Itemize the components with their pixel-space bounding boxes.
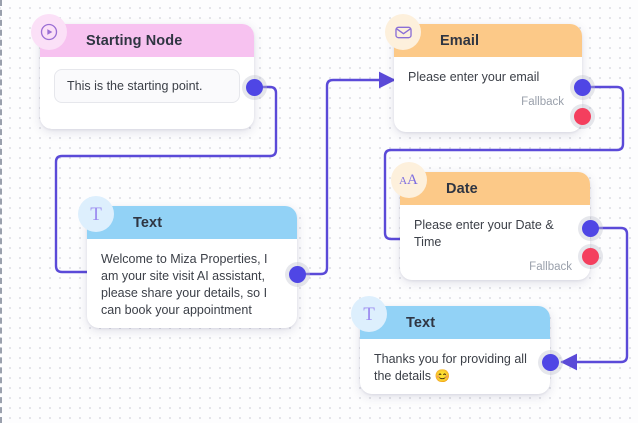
node-title: Text	[406, 314, 436, 331]
node-email[interactable]: Email Please enter your email Fallback	[385, 14, 591, 132]
t-glyph: T	[363, 303, 375, 325]
text-t-icon: T	[78, 196, 114, 232]
fallback-port[interactable]	[582, 248, 599, 265]
node-body: Please enter your Date & Time Fallback	[400, 205, 590, 287]
edge-text1-to-email	[303, 71, 396, 276]
node-text-2[interactable]: T Text Thanks you for providing all the …	[351, 296, 559, 394]
node-body: Welcome to Miza Properties, I am your si…	[87, 239, 297, 333]
node-header: Starting Node	[40, 24, 254, 57]
fallback-row: Fallback	[408, 96, 568, 108]
node-title: Starting Node	[86, 32, 183, 49]
fallback-row: Fallback	[414, 261, 576, 273]
node-body: This is the starting point.	[40, 57, 254, 117]
fallback-port[interactable]	[574, 108, 591, 125]
email-prompt-text: Please enter your email	[408, 70, 540, 84]
output-port[interactable]	[582, 220, 599, 237]
output-port[interactable]	[542, 354, 559, 371]
output-port[interactable]	[246, 79, 263, 96]
node-body: Please enter your email Fallback	[394, 57, 582, 122]
play-circle-icon	[31, 14, 67, 50]
text-t-icon: T	[351, 296, 387, 332]
starting-point-text-field[interactable]: This is the starting point.	[54, 69, 240, 103]
text-message-body: Welcome to Miza Properties, I am your si…	[101, 252, 268, 317]
node-text-1[interactable]: T Text Welcome to Miza Properties, I am …	[78, 196, 306, 328]
node-body: Thanks you for providing all the details…	[360, 339, 550, 399]
node-title: Date	[446, 180, 478, 197]
envelope-icon	[385, 14, 421, 50]
node-title: Email	[440, 32, 480, 49]
node-header: Email	[394, 24, 582, 57]
node-starting-node[interactable]: Starting Node This is the starting point…	[31, 14, 263, 129]
fallback-label: Fallback	[521, 96, 564, 108]
node-header: Text	[87, 206, 297, 239]
node-header: Text	[360, 306, 550, 339]
t-glyph: T	[90, 203, 102, 225]
output-port[interactable]	[289, 266, 306, 283]
node-title: Text	[133, 214, 163, 231]
output-port[interactable]	[574, 79, 591, 96]
fallback-label: Fallback	[529, 261, 572, 273]
text-message-body: Thanks you for providing all the details…	[374, 352, 527, 383]
node-header: Date	[400, 172, 590, 205]
date-prompt-text: Please enter your Date & Time	[414, 218, 554, 249]
